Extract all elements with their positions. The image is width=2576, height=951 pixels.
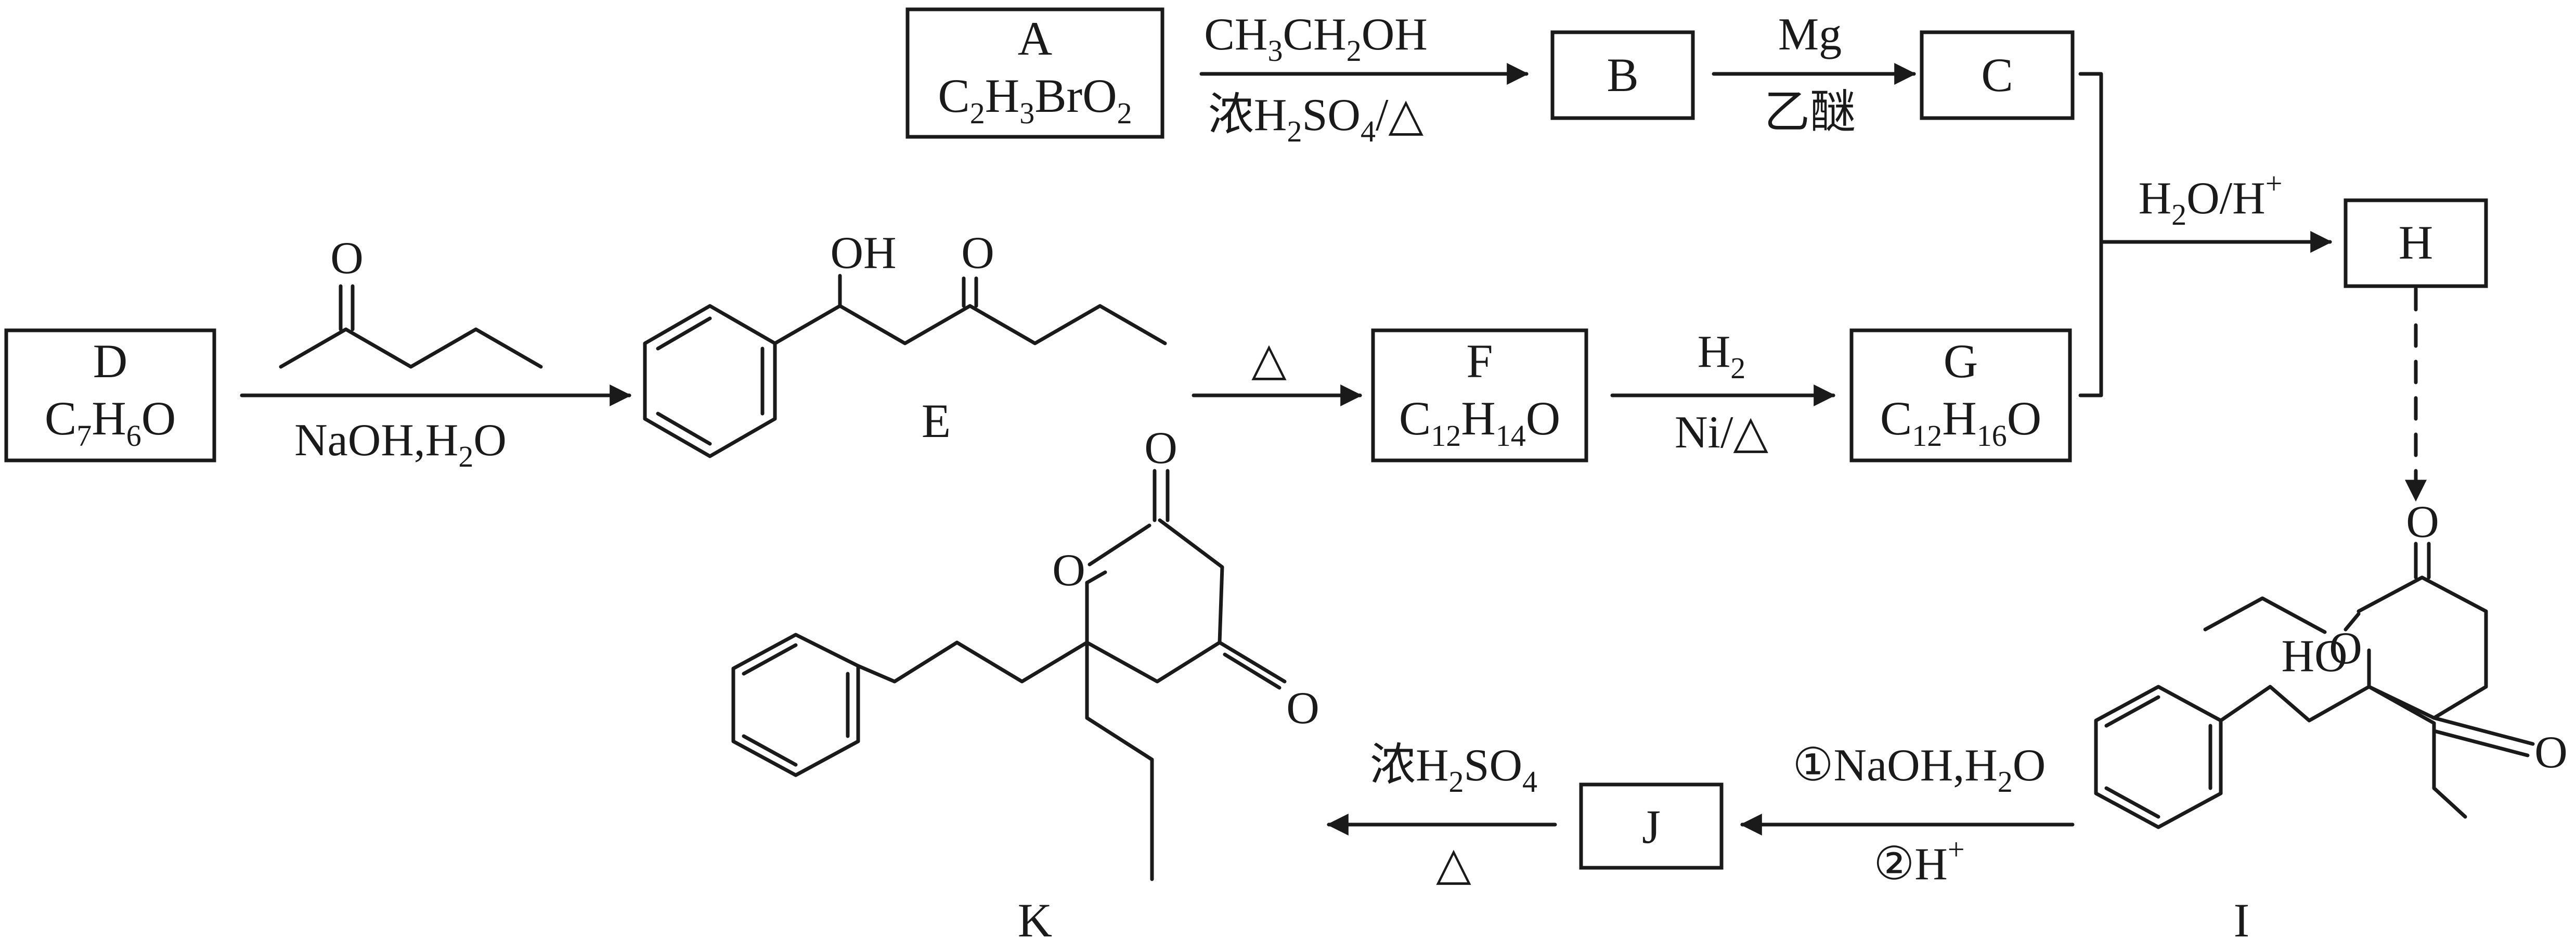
compound-e-structure: OH O E bbox=[643, 228, 1167, 458]
compound-d-box: D C7H6O bbox=[4, 328, 216, 462]
compound-b-box: B bbox=[1550, 30, 1695, 120]
svg-text:OH: OH bbox=[830, 228, 896, 278]
compound-f-label: F bbox=[1466, 335, 1493, 388]
reagent-h2o-h-plus: H2O/H+ bbox=[2139, 166, 2283, 232]
compound-g-box: G C12H16O bbox=[1849, 328, 2072, 462]
reagent-naoh-step1: ①NaOH,H2O bbox=[1793, 740, 2046, 799]
svg-text:O: O bbox=[2534, 727, 2568, 778]
reagent-conc-h2so4: 浓H2SO4 bbox=[1370, 740, 1537, 799]
compound-f-formula: C12H14O bbox=[1399, 392, 1560, 453]
compound-j-box: J bbox=[1579, 782, 1724, 870]
compound-j-label: J bbox=[1642, 800, 1661, 853]
compound-g-formula: C12H16O bbox=[1880, 392, 2041, 453]
svg-text:HO: HO bbox=[2281, 631, 2347, 682]
svg-text:O: O bbox=[330, 233, 364, 284]
compound-i-structure: O O O HO I bbox=[2094, 497, 2568, 947]
svg-text:O: O bbox=[2406, 497, 2439, 547]
reagent-ethanol: CH3CH2OH bbox=[1204, 9, 1428, 68]
reagent-ether: 乙醚 bbox=[1764, 87, 1856, 138]
compound-e-label: E bbox=[922, 394, 951, 447]
compound-k-label: K bbox=[1018, 894, 1052, 947]
reagent-ni-heat: Ni/△ bbox=[1675, 407, 1768, 458]
compound-g-label: G bbox=[1944, 335, 1978, 388]
svg-text:O: O bbox=[1052, 545, 1085, 596]
compound-h-label: H bbox=[2399, 216, 2433, 269]
svg-text:O: O bbox=[961, 228, 994, 278]
compound-c-label: C bbox=[1981, 48, 2013, 101]
pentanone-structure: O bbox=[279, 233, 543, 369]
compound-d-formula: C7H6O bbox=[45, 392, 176, 453]
svg-text:O: O bbox=[1144, 423, 1177, 473]
compound-a-formula: C2H3BrO2 bbox=[938, 69, 1132, 130]
reagent-h2: H2 bbox=[1698, 327, 1746, 385]
reagent-naoh-h2o: NaOH,H2O bbox=[294, 415, 507, 473]
compound-a-label: A bbox=[1018, 12, 1052, 65]
compound-h-box: H bbox=[2344, 198, 2488, 288]
bracket-c-g bbox=[2078, 72, 2103, 397]
reagent-heat-2: △ bbox=[1436, 839, 1471, 890]
compound-a-box: A C2H3BrO2 bbox=[905, 7, 1164, 139]
compound-b-label: B bbox=[1607, 48, 1638, 101]
svg-text:O: O bbox=[2329, 623, 2362, 674]
compound-k-structure: O O O K bbox=[731, 423, 1319, 947]
reagent-h-plus-step2: ②H+ bbox=[1873, 832, 1964, 890]
reagent-mg: Mg bbox=[1778, 9, 1842, 60]
compound-c-box: C bbox=[1920, 30, 2075, 120]
reagent-heat: △ bbox=[1251, 335, 1287, 385]
compound-d-label: D bbox=[93, 335, 127, 388]
svg-text:O: O bbox=[1286, 683, 1319, 734]
reagent-conc-h2so4-heat: 浓H2SO4/△ bbox=[1208, 90, 1424, 148]
compound-i-label: I bbox=[2234, 894, 2250, 947]
compound-f-box: F C12H14O bbox=[1371, 328, 1588, 462]
